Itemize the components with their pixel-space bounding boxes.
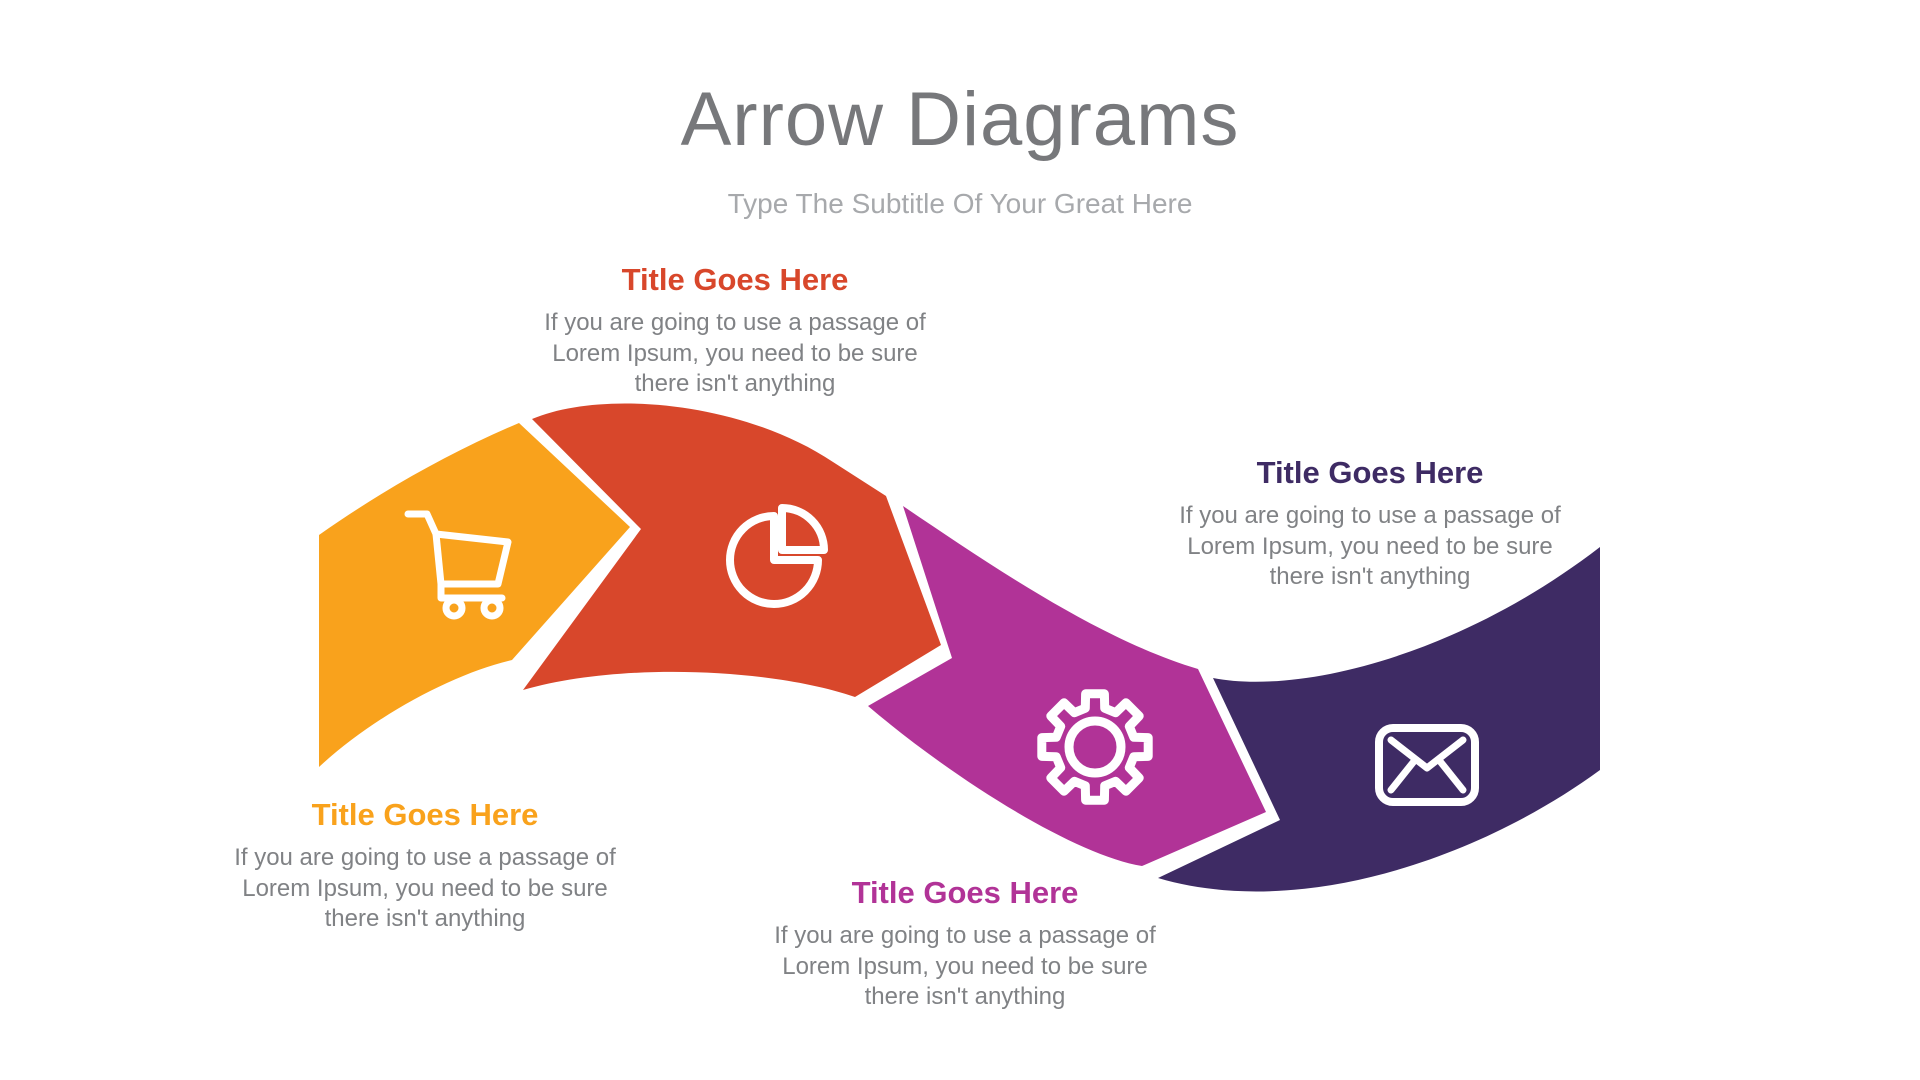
step-4-text-block: Title Goes Here If you are going to use …	[1140, 455, 1600, 593]
step-2-title: Title Goes Here	[621, 262, 849, 297]
envelope-icon	[1375, 724, 1479, 806]
step-4-body: If you are going to use a passage of Lor…	[1179, 502, 1561, 591]
step-2-body: If you are going to use a passage of Lor…	[544, 309, 926, 398]
shopping-cart-icon	[404, 510, 512, 620]
step-3-body: If you are going to use a passage of Lor…	[774, 922, 1156, 1011]
step-1-text-block: Title Goes Here If you are going to use …	[195, 797, 655, 935]
step-4-title: Title Goes Here	[1256, 455, 1484, 490]
ribbon-segment-3	[868, 506, 1266, 866]
step-2-text-block: Title Goes Here If you are going to use …	[505, 262, 965, 400]
pie-chart-icon	[726, 504, 828, 608]
step-3-title: Title Goes Here	[851, 875, 1079, 910]
step-1-title: Title Goes Here	[311, 797, 539, 832]
gear-icon	[1037, 689, 1153, 805]
step-3-text-block: Title Goes Here If you are going to use …	[735, 875, 1195, 1013]
step-1-body: If you are going to use a passage of Lor…	[234, 844, 616, 933]
ribbon-segment-4	[1158, 547, 1600, 892]
page-title: Arrow Diagrams	[680, 77, 1240, 162]
page-subtitle: Type The Subtitle Of Your Great Here	[727, 188, 1193, 219]
